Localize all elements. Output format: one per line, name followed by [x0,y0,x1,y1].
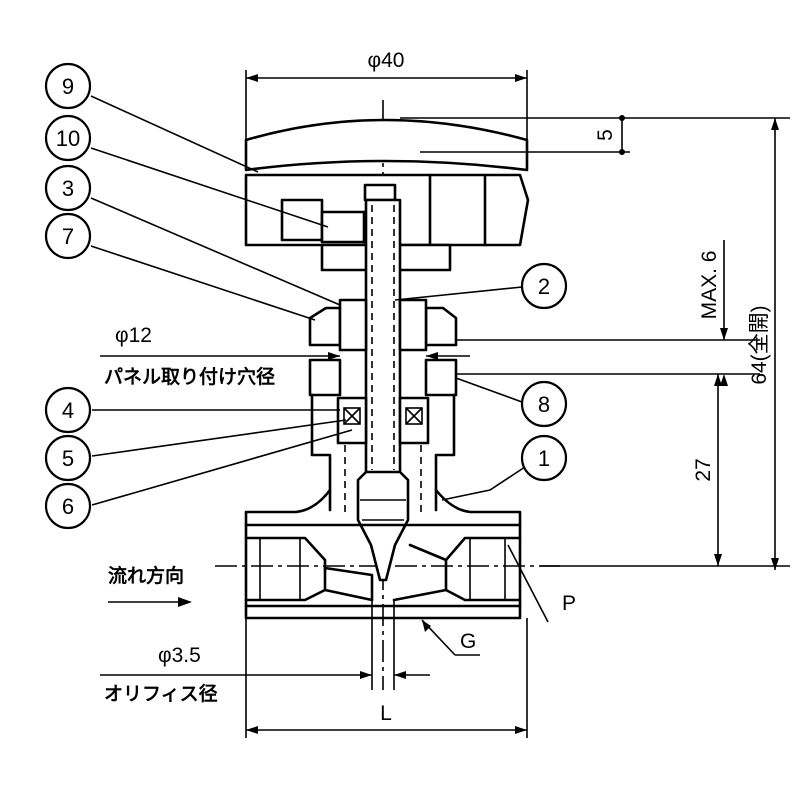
orifice-label: オリフィス径 [104,683,218,705]
balloon-3: 3 [44,164,92,212]
balloon-10: 10 [44,114,92,162]
dim5-dot-bottom [619,149,625,155]
max6-label: MAX. 6 [698,251,721,320]
phi35-arrows [360,671,406,679]
svg-text:10: 10 [56,126,80,151]
flow-arrowhead [178,597,192,607]
svg-text:9: 9 [62,74,74,99]
L-label: L [380,702,392,725]
panel-hole-label: パネル取り付け穴径 [104,365,275,388]
svg-text:7: 7 [62,224,74,249]
svg-text:3: 3 [62,176,74,201]
phi40-label: φ40 [368,49,405,72]
svg-text:1: 1 [538,446,550,471]
G-arrow [422,620,431,632]
leader-9 [90,95,259,173]
leader-10 [90,147,329,228]
balloon-7: 7 [44,212,92,260]
leader-7 [90,245,316,321]
balloon-5: 5 [44,434,92,482]
leader-8 [455,377,523,403]
P-label: P [562,592,576,615]
svg-text:2: 2 [538,274,550,299]
dim5-label: 5 [594,129,617,141]
P-leader [507,544,549,623]
svg-text:5: 5 [62,446,74,471]
dim27-label: 27 [692,458,715,481]
max6-arrows [720,328,728,386]
bonnet [308,298,458,515]
phi35-label: φ3.5 [158,644,201,667]
svg-text:4: 4 [62,398,74,423]
svg-text:6: 6 [62,494,74,519]
dim5-dot-top [619,115,625,121]
svg-text:8: 8 [538,392,550,417]
balloon-4: 4 [44,386,92,434]
leader-2 [394,286,523,301]
phi12-label: φ12 [115,324,152,347]
valve-body [244,488,522,620]
flow-label: 流れ方向 [108,564,184,587]
balloon-6: 6 [44,482,92,530]
stem [364,198,402,477]
balloon-9: 9 [44,62,92,110]
balloon-1: 1 [520,434,568,482]
dim64-label: 64(全開) [748,305,771,384]
leader-1 [441,464,529,501]
leader-5 [91,419,347,457]
leader-3 [90,197,341,306]
leader-6 [91,429,353,506]
G-label: G [460,630,476,653]
balloon-2: 2 [520,262,568,310]
balloon-8: 8 [520,380,568,428]
